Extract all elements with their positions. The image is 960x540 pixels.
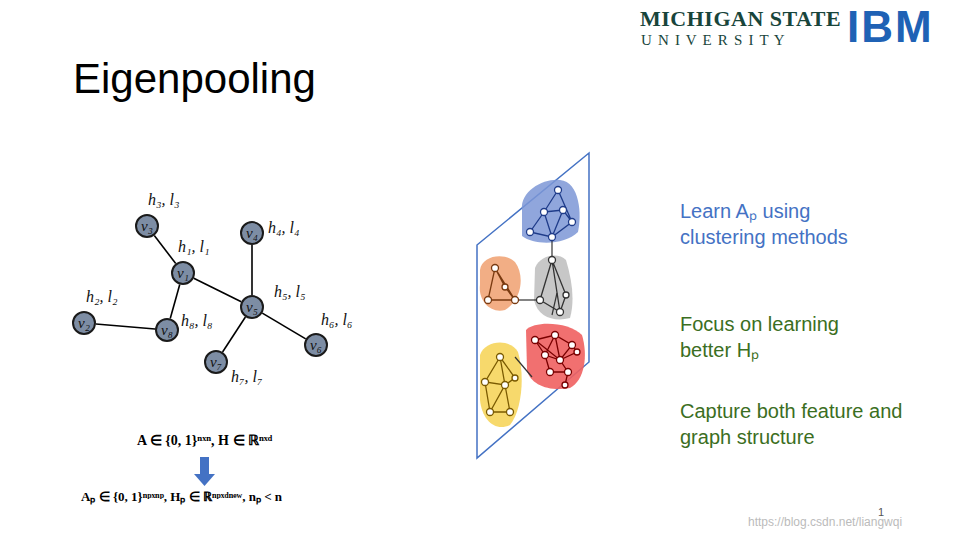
node-label: v₃ <box>141 218 153 235</box>
node-feature: h₈, l₈ <box>181 312 213 330</box>
note-text: Capture both feature and graph structure <box>680 398 905 450</box>
node-label: v₄ <box>246 225 258 242</box>
node-feature: h₆, l₆ <box>321 311 353 329</box>
graph-node: v₄ <box>240 221 264 245</box>
graph-edge <box>170 285 180 319</box>
graph-node: v₅ <box>240 295 264 319</box>
note-text: Focus on learning better Hₚ <box>680 311 890 363</box>
graph-node: v₃ <box>135 214 159 238</box>
node-feature: h₁, l₁ <box>178 238 210 256</box>
graph-node: v₂ <box>72 311 96 335</box>
graph-node: v₁ <box>171 261 195 285</box>
node-feature: h₇, l₇ <box>231 368 263 386</box>
slide-title: Eigenpooling <box>73 55 316 103</box>
logo-text: U N I V E R S I T Y <box>641 32 786 49</box>
watermark: https://blog.csdn.net/liangwqi <box>748 515 902 529</box>
node-label: v₅ <box>246 299 258 316</box>
graph-edge <box>154 236 175 264</box>
node-label: v₂ <box>78 315 90 332</box>
logo-text: IBM <box>847 2 934 52</box>
node-feature: h₃, l₃ <box>148 191 180 209</box>
graph-edge <box>251 245 253 295</box>
node-label: v₇ <box>210 354 222 371</box>
graph-edge <box>194 278 241 301</box>
graph-edge <box>223 317 246 352</box>
graph-edge <box>96 324 155 329</box>
node-label: v₆ <box>310 337 322 354</box>
node-label: v₁ <box>177 265 189 282</box>
logo-text: MICHIGAN STATE <box>640 6 841 32</box>
node-feature: h₅, l₅ <box>274 283 306 301</box>
graph-node: v₇ <box>204 350 228 374</box>
graph-node: v₈ <box>155 318 179 342</box>
formula: A ∈ {0, 1}ⁿˣⁿ, H ∈ ℝⁿˣᵈ <box>137 432 272 449</box>
formula: Aₚ ∈ {0, 1}ⁿᵖˣⁿᵖ, Hₚ ∈ ℝⁿᵖˣᵈⁿᵉʷ, nₚ < n <box>81 487 282 505</box>
note-text: Learn Aₚ using clustering methods <box>680 198 890 250</box>
node-feature: h₄, l₄ <box>268 219 300 237</box>
node-feature: h₂, l₂ <box>86 288 118 306</box>
graph-node: v₆ <box>304 333 328 357</box>
graph-edge <box>262 313 305 339</box>
node-label: v₈ <box>161 322 173 339</box>
